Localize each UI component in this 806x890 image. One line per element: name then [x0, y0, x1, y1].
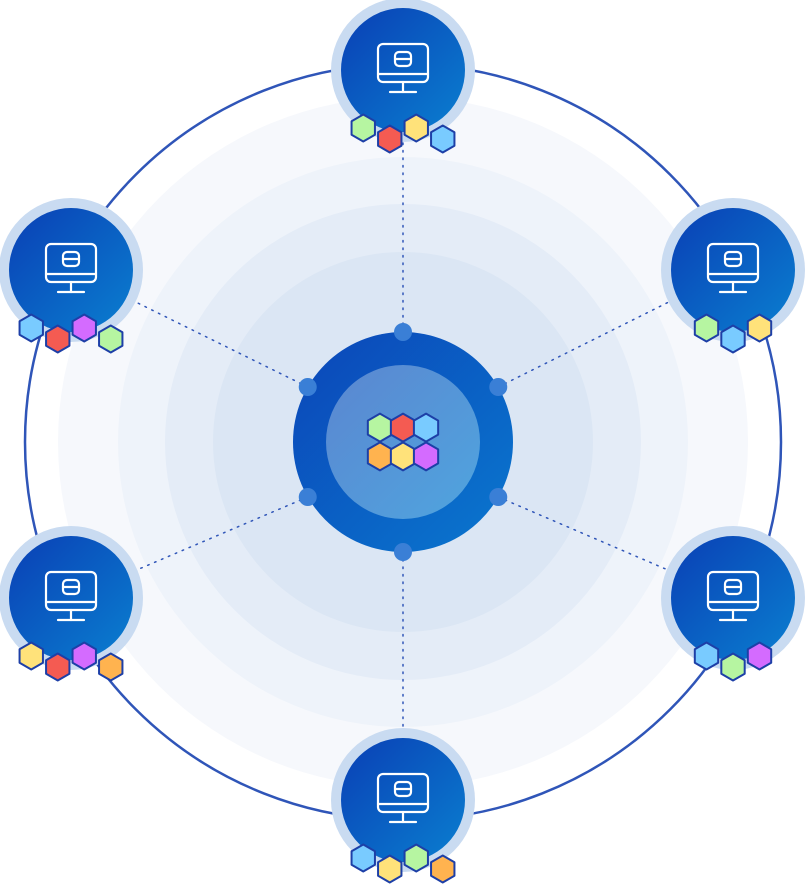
dotted-connector — [497, 496, 734, 599]
hexagon — [389, 412, 417, 443]
desktop-monitor-icon — [44, 242, 98, 294]
node-bottom — [331, 728, 475, 884]
node-hexagon-badges — [18, 313, 124, 354]
node-circle — [671, 536, 795, 660]
hexagon — [693, 641, 720, 671]
node-circle — [341, 8, 465, 132]
hexagon — [720, 324, 746, 354]
hexagon — [693, 313, 720, 343]
center-hub — [293, 323, 513, 561]
hexagon — [430, 854, 456, 884]
node-circle — [341, 738, 465, 862]
desktop-monitor-icon — [376, 42, 430, 94]
desktop-monitor-icon — [706, 242, 760, 294]
hexagon — [746, 641, 773, 671]
hexagon — [412, 412, 440, 443]
hexagon — [18, 641, 44, 671]
node-hexagon-badges — [18, 641, 124, 682]
hexagon — [71, 641, 97, 671]
hexagon — [389, 441, 417, 472]
hexagon — [366, 412, 394, 443]
node-hexagon-badges — [693, 641, 773, 682]
dotted-connector — [70, 496, 309, 599]
connector-dot — [394, 323, 412, 341]
hexagon — [377, 854, 403, 884]
connector-dot — [298, 488, 317, 506]
hexagon — [430, 124, 456, 154]
hexagon — [746, 313, 773, 343]
desktop-monitor-icon — [706, 570, 760, 622]
hexagon — [98, 652, 124, 682]
node-hexagon-badges — [350, 843, 456, 884]
connector-dot — [489, 378, 508, 396]
hexagon — [71, 313, 97, 343]
hexagon — [377, 124, 403, 154]
connector-dot — [489, 488, 508, 506]
node-lower-right — [661, 526, 805, 682]
node-lower-left — [0, 526, 143, 682]
node-circle — [671, 208, 795, 332]
desktop-monitor-icon — [376, 772, 430, 824]
hexagon — [366, 441, 394, 472]
hexagon — [45, 652, 71, 682]
node-circle — [9, 208, 133, 332]
hexagon — [412, 441, 440, 472]
node-hexagon-badges — [693, 313, 773, 354]
hexagon — [720, 652, 746, 682]
hexagon — [403, 843, 429, 873]
hexagon — [45, 324, 71, 354]
desktop-monitor-icon — [44, 570, 98, 622]
connector-dot — [394, 543, 412, 561]
hexagon — [350, 113, 376, 143]
hexagon — [18, 313, 44, 343]
hexagon — [98, 324, 124, 354]
node-circle — [9, 536, 133, 660]
node-top — [331, 0, 475, 154]
hexagon-cluster-icon — [366, 412, 440, 472]
connector-dot — [298, 378, 317, 396]
node-upper-right — [661, 198, 805, 354]
node-hexagon-badges — [350, 113, 456, 154]
node-upper-left — [0, 198, 143, 354]
hexagon — [403, 113, 429, 143]
hexagon — [350, 843, 376, 873]
